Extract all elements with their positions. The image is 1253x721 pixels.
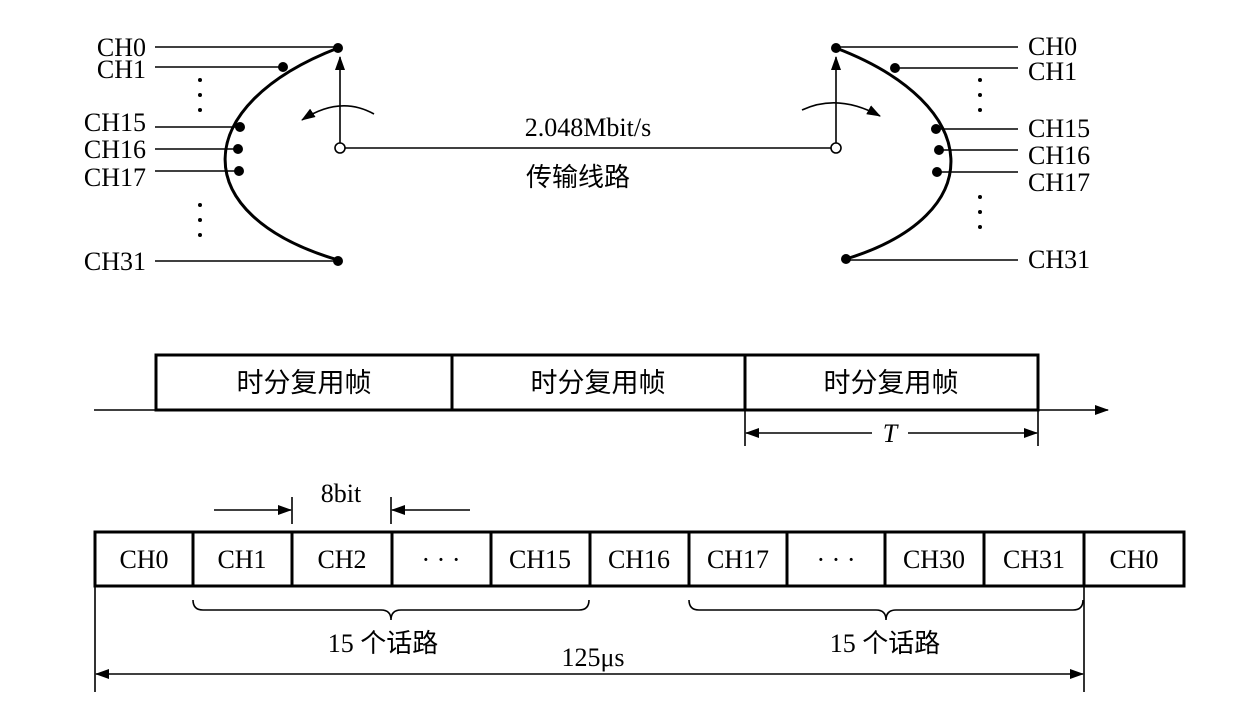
slot-cell-5 (588, 530, 691, 588)
right-channel-labels: CH0 CH1 CH15 CH16 CH17 CH31 (1028, 32, 1090, 274)
transmission-line: 2.048Mbit/s 传输线路 (334, 113, 842, 192)
right-pivot (830, 142, 842, 154)
slot-label-3: · · · (422, 545, 461, 574)
slot-row (93, 530, 1186, 588)
line-name-label: 传输线路 (526, 163, 630, 192)
slot-width-indicator: 8bit (214, 479, 470, 524)
frame-label-3: 时分复用帧 (824, 368, 959, 398)
frame-box-3 (743, 353, 1040, 412)
right-label-ch31: CH31 (1028, 245, 1090, 274)
left-contact-dots (198, 43, 343, 266)
line-rate-label: 2.048Mbit/s (525, 113, 651, 142)
right-label-ch15: CH15 (1028, 114, 1090, 143)
slot-label-2: CH2 (317, 545, 366, 574)
slot-cell-10 (1082, 530, 1186, 588)
frame-label-2: 时分复用帧 (531, 368, 666, 398)
left-label-ch1: CH1 (97, 55, 146, 84)
left-label-ch0: CH0 (97, 33, 146, 62)
slot-label-0: CH0 (119, 545, 168, 574)
slot-cell-0 (93, 530, 195, 588)
slot-cell-9 (982, 530, 1086, 588)
left-pivot (334, 142, 346, 154)
group-braces (192, 599, 1084, 621)
slot-label-5: CH16 (608, 545, 670, 574)
slot-cell-1 (191, 530, 294, 588)
group-2-label: 15 个话路 (830, 629, 941, 658)
slot-cell-3 (390, 530, 493, 588)
right-label-ch1: CH1 (1028, 57, 1077, 86)
slot-label-7: · · · (817, 545, 856, 574)
right-demultiplexer (801, 46, 1018, 261)
slot-cell-6 (687, 530, 789, 588)
slot-label-1: CH1 (217, 545, 266, 574)
left-label-ch31: CH31 (84, 247, 146, 276)
slot-label-8: CH30 (903, 545, 965, 574)
left-commutator-arc (223, 46, 339, 262)
right-label-ch17: CH17 (1028, 168, 1090, 197)
frame-duration-label: 125μs (561, 643, 624, 672)
brace-group-2 (688, 599, 1084, 621)
frame-box-2 (450, 353, 747, 412)
slot-label-6: CH17 (707, 545, 769, 574)
slot-width-label: 8bit (321, 479, 362, 508)
period-label: T (883, 419, 899, 448)
left-label-ch16: CH16 (84, 135, 146, 164)
right-label-ch16: CH16 (1028, 141, 1090, 170)
slot-label-4: CH15 (509, 545, 571, 574)
slot-label-9: CH31 (1003, 545, 1065, 574)
frame-sequence: 时分复用帧 时分复用帧 时分复用帧 T (94, 353, 1109, 448)
left-rotation-arrow (301, 105, 375, 121)
slot-labels: CH0 CH1 CH2 · · · CH15 CH16 CH17 · · · C… (119, 545, 1158, 574)
frame-label-1: 时分复用帧 (237, 368, 372, 398)
left-multiplexer (155, 46, 375, 262)
brace-group-1 (192, 599, 590, 621)
left-channel-labels: CH0 CH1 CH15 CH16 CH17 CH31 (84, 33, 146, 276)
left-label-ch15: CH15 (84, 108, 146, 137)
group-1-label: 15 个话路 (328, 629, 439, 658)
right-label-ch0: CH0 (1028, 32, 1077, 61)
slot-cell-7 (785, 530, 887, 588)
right-contact-dots (831, 43, 982, 264)
right-rotation-arrow (801, 102, 881, 117)
slot-label-10: CH0 (1109, 545, 1158, 574)
frame-duration-indicator: 125μs (94, 586, 1085, 692)
slot-cell-4 (489, 530, 592, 588)
right-commutator-arc (835, 46, 953, 261)
left-label-ch17: CH17 (84, 163, 146, 192)
